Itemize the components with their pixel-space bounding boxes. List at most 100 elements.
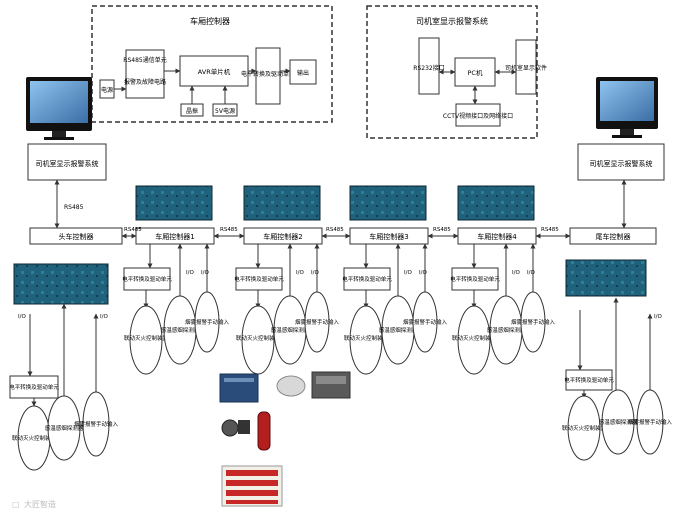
car3-driver-box xyxy=(343,267,391,291)
tail-smoke-device xyxy=(601,389,635,455)
driver-display-group: 司机室显示报警系统 RS232接口 PC机 司机室显示软件 CCTV视频接口及网… xyxy=(366,5,547,139)
head-car-io-units: I/O 电平转换及驱动单元 联动灭火控制装置 感温感烟探测器 I/O 烟雾报警手… xyxy=(9,303,119,471)
rs485-module-label: RS485通信单元 xyxy=(123,56,166,64)
car4-linkage-device xyxy=(457,305,491,375)
car3-manual-label: 烟雾报警手动输入 xyxy=(403,318,448,326)
board-image-head xyxy=(13,263,109,305)
driver-display-title: 司机室显示报警系统 xyxy=(416,16,488,26)
car2-manual-label: 烟雾报警手动输入 xyxy=(295,318,340,326)
cylinder-4 xyxy=(226,500,278,504)
valve-photo xyxy=(221,419,239,437)
rs485-link-label-1: RS485 xyxy=(124,227,142,233)
car1-linkage-label: 联动灭火控制装置 xyxy=(124,334,169,342)
car4-manual-io: I/O xyxy=(527,270,535,276)
tail-manual-label: 烟雾报警手动输入 xyxy=(628,418,673,426)
car2-driver-box xyxy=(235,267,283,291)
tail-linkage-label: 联动灭火控制装置 xyxy=(562,424,607,432)
car2-io-units: 电平转换及驱动单元 联动灭火控制装置 I/O 感温感烟探测器 I/O 烟雾报警手… xyxy=(234,243,340,375)
car3-io-units: 电平转换及驱动单元 联动灭火控制装置 I/O 感温感烟探测器 I/O 烟雾报警手… xyxy=(342,243,448,375)
tail-driver-box xyxy=(565,369,613,391)
rs485-link-label-2: RS485 xyxy=(220,227,238,233)
car1-controller-label: 车厢控制器1 xyxy=(155,232,194,241)
head-smoke-device xyxy=(47,395,81,461)
product-photos xyxy=(219,371,351,507)
board-image-car2 xyxy=(243,185,321,221)
extinguisher-photo xyxy=(257,411,271,451)
car3-manual-io: I/O xyxy=(419,270,427,276)
tail-manual-device xyxy=(636,389,664,455)
rs232-interface xyxy=(418,37,440,95)
cctv-box-label: CCTV视频接口及网络接口 xyxy=(443,112,513,120)
car4-driver-box xyxy=(451,267,499,291)
car4-controller-label: 车厢控制器4 xyxy=(477,232,517,241)
car1-manual-device xyxy=(194,291,220,353)
power-box-label: 电源 xyxy=(101,86,113,94)
rs485-module xyxy=(125,49,165,99)
car2-smoke-io: I/O xyxy=(296,270,304,276)
board-image-car1 xyxy=(135,185,213,221)
left-monitor: 司机室显示报警系统 RS485 xyxy=(26,77,107,229)
car4-driver-label: 电平转换及驱动单元 xyxy=(450,275,500,283)
output-module-label: 输出 xyxy=(297,69,309,77)
watermark: ▢ 大匠智造 xyxy=(12,499,56,509)
display-software-box xyxy=(515,39,537,95)
alarm-device-photo-top xyxy=(316,376,346,384)
head-manual-io: I/O xyxy=(100,314,108,320)
alarm-device-photo xyxy=(311,371,351,399)
right-monitor-screen xyxy=(600,81,654,121)
left-monitor-base xyxy=(44,137,74,140)
head-manual-device xyxy=(82,391,110,457)
controller-detail-frame xyxy=(91,5,333,123)
head-manual-label: 烟雾报警手动输入 xyxy=(74,420,119,428)
watermark-logo-icon: ▢ xyxy=(12,500,20,509)
board-image-car4 xyxy=(457,185,535,221)
head-driver-label: 电平转换及驱动单元 xyxy=(9,383,59,391)
right-monitor-base xyxy=(612,135,642,138)
tail-driver-label: 电平转换及驱动单元 xyxy=(564,376,614,384)
car4-smoke-label: 感温感烟探测器 xyxy=(487,326,526,334)
car1-driver-label: 电平转换及驱动单元 xyxy=(122,275,172,283)
watermark-text: 大匠智造 xyxy=(24,499,56,509)
right-driver-display-box xyxy=(577,143,665,181)
car4-manual-device xyxy=(520,291,546,353)
tail-smoke-label: 感温感烟探测器 xyxy=(599,418,638,426)
right-monitor-stand xyxy=(620,129,634,135)
car1-manual-label: 烟雾报警手动输入 xyxy=(185,318,230,326)
car3-controller-label: 车厢控制器3 xyxy=(369,232,408,241)
car4-manual-label: 烟雾报警手动输入 xyxy=(511,318,556,326)
car2-driver-label: 电平转换及驱动单元 xyxy=(234,275,284,283)
car1-linkage-device xyxy=(129,305,163,375)
rs232-interface-label: RS232接口 xyxy=(413,64,444,72)
car1-smoke-label: 感温感烟探测器 xyxy=(161,326,200,334)
board-images xyxy=(13,185,647,305)
five-volt-box-label: 5V电源 xyxy=(215,107,235,115)
rs485-link-label-4: RS485 xyxy=(433,227,451,233)
left-link-label: RS485 xyxy=(64,204,84,211)
car2-smoke-label: 感温感烟探测器 xyxy=(271,326,310,334)
rs485-link-label-3: RS485 xyxy=(326,227,344,233)
car3-smoke-label: 感温感烟探测器 xyxy=(379,326,418,334)
car1-smoke-io: I/O xyxy=(186,270,194,276)
tail-car-io-units: 电平转换及驱动单元 联动灭火控制装置 感温感烟探测器 I/O 烟雾报警手动输入 xyxy=(562,297,673,461)
car3-linkage-device xyxy=(349,305,383,375)
car2-linkage-label: 联动灭火控制装置 xyxy=(236,334,281,342)
car2-manual-device xyxy=(304,291,330,353)
relay-module-photo-strip xyxy=(224,378,254,382)
left-driver-display-box xyxy=(27,143,107,181)
valve-photo-body xyxy=(238,420,250,434)
right-driver-display-label: 司机室显示报警系统 xyxy=(590,159,653,168)
left-monitor-screen xyxy=(30,81,88,123)
pc-box-label: PC机 xyxy=(468,68,483,77)
driver-display-frame xyxy=(366,5,538,139)
left-driver-display-label: 司机室显示报警系统 xyxy=(36,159,99,168)
tail-linkage-device xyxy=(567,395,601,461)
board-image-tail xyxy=(565,259,647,297)
relay-module-label: 电平转换及驱动单元 xyxy=(241,70,295,78)
head-driver-io: I/O xyxy=(18,314,26,320)
car2-controller-label: 车厢控制器2 xyxy=(263,232,302,241)
relay-module xyxy=(255,47,281,105)
cylinder-2 xyxy=(226,480,278,486)
board-image-car3 xyxy=(349,185,427,221)
cylinder-3 xyxy=(226,490,278,496)
